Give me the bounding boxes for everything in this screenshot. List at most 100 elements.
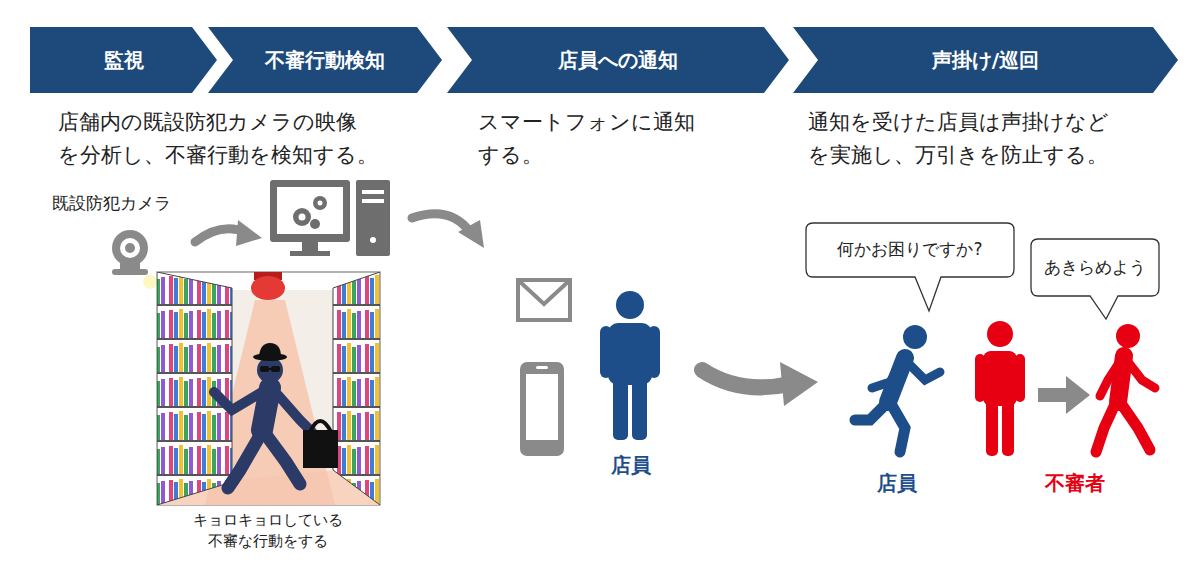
mail-icon-part	[518, 280, 570, 304]
camera-icon	[112, 230, 157, 289]
step-band-path	[447, 27, 789, 93]
walking-suspect-figure-part-part	[1128, 362, 1155, 388]
step-band-path	[208, 27, 442, 93]
mail-icon	[518, 280, 570, 320]
camera-icon-part	[120, 238, 140, 258]
staff-figure-part	[648, 326, 660, 378]
step-description: 通知を受けた店員は声掛けなど を実施し、万引きを防止する。	[808, 106, 1178, 172]
staff-figure	[600, 291, 660, 440]
staff-figure-part	[613, 375, 628, 440]
running-staff-figure	[855, 325, 940, 452]
phone-icon	[520, 362, 564, 456]
suspect-figure-part	[1015, 354, 1025, 402]
flow-arrow-part	[236, 220, 262, 246]
step-title: 監視	[30, 27, 217, 93]
walking-suspect-figure-part	[1116, 324, 1140, 348]
flow-arrow-part	[780, 362, 818, 406]
flow-arrow	[1038, 376, 1090, 414]
running-staff-figure-part-part	[907, 362, 940, 380]
step-band: 声掛け/巡回	[793, 27, 1178, 93]
running-staff-figure-part	[855, 358, 940, 452]
scene-caption: キョロキョロしている 不審な行動をする	[150, 510, 386, 552]
camera-icon-part	[125, 243, 135, 253]
flow-arrow-part	[458, 220, 484, 248]
store-scene-part	[157, 272, 380, 505]
computer-icon-part	[356, 180, 390, 256]
store-scene-part-part	[259, 343, 281, 357]
flow-arrow	[412, 214, 484, 248]
store-scene-part-part	[303, 430, 338, 468]
computer-icon-part	[362, 199, 384, 203]
running-staff-figure-part	[903, 325, 927, 349]
camera-icon-part	[143, 275, 157, 289]
speech-bubble-outline	[1030, 238, 1160, 320]
phone-icon-part	[526, 374, 558, 440]
step-description: スマートフォンに通知 する。	[478, 106, 778, 172]
computer-icon-part	[290, 251, 330, 256]
walking-suspect-figure-part-part	[1120, 402, 1150, 450]
mail-icon-part	[518, 280, 570, 320]
step-title: 店員への通知	[447, 27, 789, 93]
camera-icon-part	[112, 230, 148, 266]
phone-icon-part	[536, 366, 548, 369]
suspect-figure-part	[1002, 398, 1014, 456]
running-staff-figure-part-part	[872, 362, 903, 388]
flow-arrow-part	[702, 370, 790, 387]
step-title: 声掛け/巡回	[793, 27, 1178, 93]
staff-figure-part	[632, 375, 647, 440]
computer-icon-part	[302, 242, 318, 252]
staff-figure-part	[608, 323, 652, 385]
running-staff-figure-part-part	[890, 402, 905, 452]
store-scene-part-part	[266, 368, 272, 370]
flow-arrow-part	[1038, 388, 1068, 402]
speech-bubble-outline	[805, 222, 1015, 312]
store-scene-part-part	[251, 276, 285, 300]
flow-arrow	[195, 220, 262, 246]
walking-suspect-figure	[1096, 324, 1155, 452]
walking-suspect-figure-part-part	[1096, 402, 1116, 452]
walking-suspect-figure-part-part	[1100, 360, 1121, 396]
role-label: 不審者	[1030, 470, 1120, 496]
step-band-path	[793, 27, 1178, 93]
camera-label: 既設防犯カメラ	[52, 192, 222, 214]
step-band-path	[30, 27, 217, 93]
store-scene-part	[157, 272, 380, 505]
walking-suspect-figure-part	[1096, 356, 1155, 452]
role-label: 店員	[862, 470, 932, 496]
computer-icon-part	[293, 208, 311, 226]
store-scene-part-part	[214, 388, 312, 488]
camera-icon-part	[112, 269, 148, 275]
role-label: 店員	[598, 452, 664, 478]
staff-figure-part	[616, 291, 644, 319]
suspect-figure-part	[987, 321, 1013, 347]
store-scene-part-part-part	[278, 395, 312, 432]
step-band: 監視	[30, 27, 217, 93]
computer-icon-part	[299, 214, 306, 221]
step-description: 店舗内の既設防犯カメラの映像 を分析し、不審行動を検知する。	[58, 106, 403, 172]
computer-icon-part	[310, 219, 320, 229]
speech-text: 何かお困りですか?	[805, 222, 1015, 277]
computer-icon-part	[313, 196, 327, 210]
computer-icon-part	[270, 180, 350, 242]
suspect-figure-part	[986, 398, 998, 456]
store-scene-part-part	[157, 272, 232, 505]
speech-bubble: あきらめよう	[1030, 238, 1160, 320]
phone-icon-part	[520, 362, 564, 456]
flow-arrow	[702, 362, 818, 406]
computer-icon-part	[370, 237, 376, 243]
running-staff-figure-part-part	[855, 402, 888, 420]
speech-text: あきらめよう	[1030, 238, 1160, 296]
suspect-figure-part	[975, 354, 985, 402]
suspect-figure-part	[983, 351, 1017, 406]
speech-bubble: 何かお困りですか?	[805, 222, 1015, 312]
computer-icon-part	[318, 201, 323, 206]
step-band: 店員への通知	[447, 27, 789, 93]
speech-bubble-path	[806, 223, 1014, 311]
speech-bubble-path	[1031, 239, 1159, 319]
store-scene-part-part-part	[214, 392, 262, 410]
flow-arrow-part	[1066, 376, 1090, 414]
computer-icon-part	[362, 190, 384, 194]
suspect-figure	[975, 321, 1025, 456]
store-scene-part-part-part	[264, 432, 300, 484]
flow-arrow-part	[412, 214, 470, 232]
